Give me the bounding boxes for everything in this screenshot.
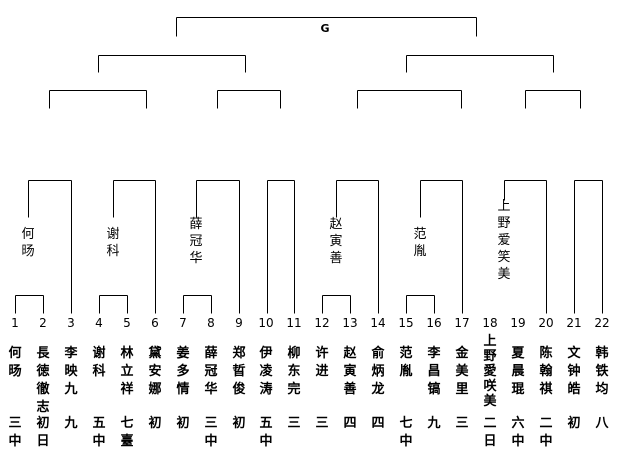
player-rank: 五中 bbox=[259, 416, 272, 449]
player-name: 俞炳龙 bbox=[370, 345, 385, 397]
player-name: 上野愛咲美 bbox=[483, 334, 497, 409]
seed-number: 9 bbox=[235, 316, 243, 330]
player-rank: 九 bbox=[63, 416, 77, 431]
seed-number: 17 bbox=[454, 316, 469, 330]
player-rank: 四 bbox=[343, 416, 356, 431]
group-winners: 何旸 谢科 薛冠华 赵寅善 范胤 上野爱笑美 bbox=[21, 199, 510, 282]
seed-number: 13 bbox=[342, 316, 357, 330]
seed-number: 12 bbox=[314, 316, 329, 330]
player-rank: 七中 bbox=[399, 416, 412, 449]
seed-number: 14 bbox=[370, 316, 385, 330]
player-name: 何旸 bbox=[8, 345, 21, 379]
player-column: 12 许进三 bbox=[314, 316, 329, 431]
player-name: 赵寅善 bbox=[342, 345, 357, 397]
seed-number: 10 bbox=[258, 316, 273, 330]
player-name: 许进 bbox=[315, 345, 328, 379]
seed-number: 21 bbox=[566, 316, 581, 330]
player-rank: 初 bbox=[232, 415, 245, 431]
player-rank: 初 bbox=[567, 415, 580, 431]
seed-number: 4 bbox=[95, 316, 103, 330]
group-winner-name: 何旸 bbox=[21, 226, 34, 259]
player-rank: 四 bbox=[371, 416, 384, 431]
player-name: 陈翰祺 bbox=[539, 345, 553, 397]
player-name: 夏晨琨 bbox=[510, 346, 525, 397]
player-rank: 三 bbox=[455, 416, 468, 431]
player-rank: 九 bbox=[426, 416, 440, 431]
player-rank: 初 bbox=[148, 415, 161, 431]
player-name: 薛冠华 bbox=[204, 345, 217, 397]
player-name: 范胤 bbox=[399, 345, 412, 379]
seed-number: 5 bbox=[123, 316, 131, 330]
player-name: 金美里 bbox=[454, 345, 469, 397]
player-rank: 三中 bbox=[204, 416, 217, 449]
seed-number: 1 bbox=[11, 316, 19, 330]
final-label: G bbox=[320, 22, 329, 35]
player-rank: 三 bbox=[315, 416, 328, 431]
player-rank: 初日 bbox=[36, 415, 49, 449]
group-winner-name: 上野爱笑美 bbox=[497, 199, 510, 282]
player-name: 長徳徹志 bbox=[35, 346, 50, 415]
player-rank: 五中 bbox=[92, 416, 105, 449]
player-rank: 七臺 bbox=[120, 416, 133, 449]
player-rank: 三 bbox=[287, 416, 300, 431]
player-name: 郑晢俊 bbox=[232, 345, 245, 397]
player-name: 姜多情 bbox=[176, 345, 189, 397]
seed-number: 22 bbox=[594, 316, 609, 330]
seed-number: 18 bbox=[482, 316, 497, 330]
player-name: 文钟皓 bbox=[567, 345, 581, 397]
seed-number: 2 bbox=[39, 316, 47, 330]
player-name: 黛安娜 bbox=[147, 345, 161, 397]
bracket-lines bbox=[15, 17, 603, 314]
player-rank: 三中 bbox=[8, 416, 21, 449]
seed-number: 20 bbox=[538, 316, 553, 330]
seed-number: 16 bbox=[426, 316, 441, 330]
player-name: 谢科 bbox=[92, 345, 105, 379]
seed-number: 7 bbox=[179, 316, 187, 330]
player-rank: 八 bbox=[594, 416, 609, 431]
player-rank: 二中 bbox=[539, 416, 552, 449]
player-rank: 六中 bbox=[511, 415, 524, 449]
player-name: 韩铁均 bbox=[594, 345, 608, 397]
player-name: 李映九 bbox=[63, 345, 78, 397]
group-winner-name: 赵寅善 bbox=[329, 217, 342, 266]
group-winner-name: 薛冠华 bbox=[189, 217, 202, 266]
seed-number: 8 bbox=[207, 316, 215, 330]
player-name: 李昌镐 bbox=[426, 345, 441, 397]
seed-number: 6 bbox=[151, 316, 159, 330]
seed-number: 11 bbox=[286, 316, 301, 330]
seed-number: 15 bbox=[398, 316, 413, 330]
player-name: 伊凌涛 bbox=[258, 345, 273, 397]
player-rank: 初 bbox=[176, 415, 189, 431]
player-name: 柳东完 bbox=[287, 345, 300, 397]
player-rank: 二日 bbox=[483, 416, 496, 449]
group-winner-name: 范胤 bbox=[413, 227, 426, 259]
group-winner-name: 谢科 bbox=[106, 226, 119, 259]
seed-number: 3 bbox=[67, 316, 75, 330]
player-name: 林立祥 bbox=[120, 345, 133, 397]
seed-number: 19 bbox=[510, 316, 525, 330]
